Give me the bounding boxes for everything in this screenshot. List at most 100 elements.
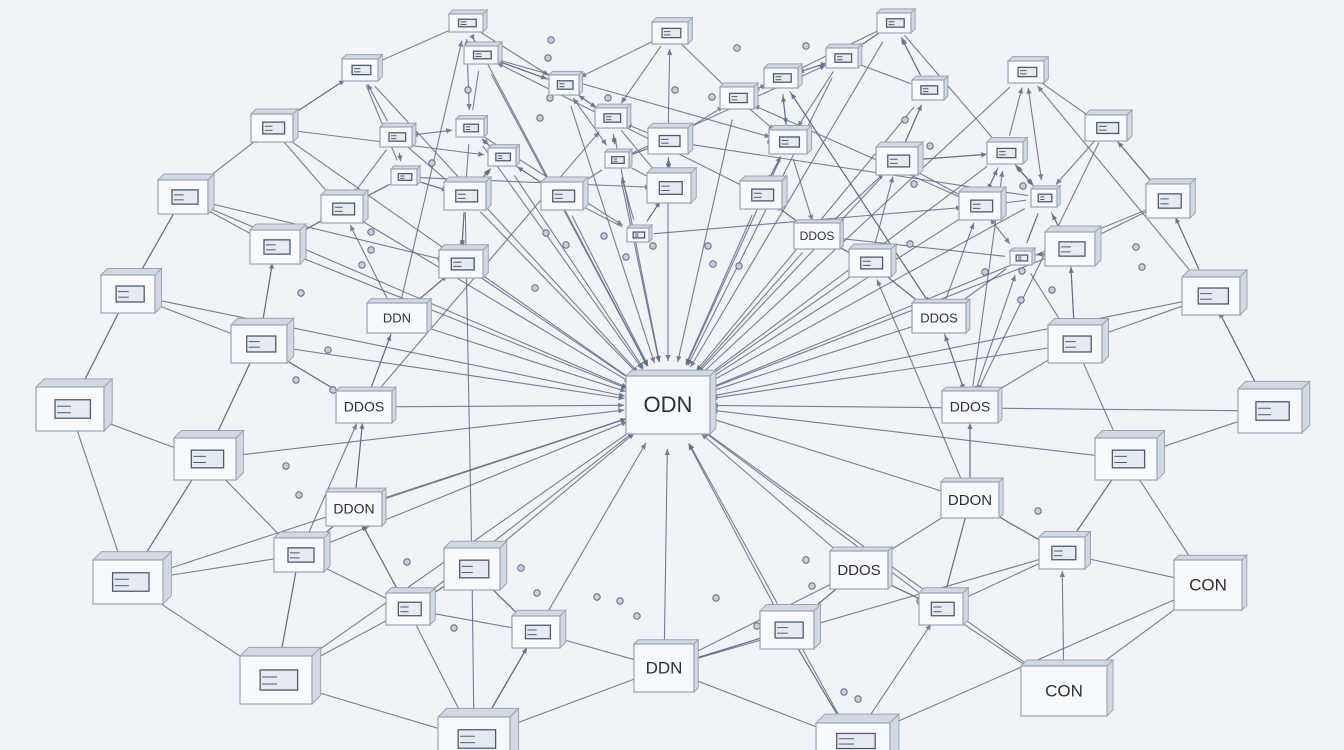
server-icon bbox=[1051, 545, 1077, 561]
relay-dot bbox=[854, 695, 862, 703]
connection-edge bbox=[148, 418, 627, 576]
device-node bbox=[645, 166, 698, 205]
relay-dot bbox=[802, 42, 810, 50]
connection-edge bbox=[625, 123, 652, 135]
connection-edge bbox=[1026, 87, 1044, 181]
labeled-node-label: DDN bbox=[646, 658, 683, 677]
server-icon bbox=[463, 123, 480, 133]
relay-dot bbox=[633, 612, 641, 620]
connection-edge bbox=[472, 37, 474, 39]
device-top bbox=[384, 587, 437, 594]
connection-edge bbox=[226, 408, 625, 457]
device-node bbox=[718, 81, 760, 111]
connection-edge bbox=[215, 470, 287, 543]
device-node bbox=[1083, 108, 1134, 143]
server-icon bbox=[930, 601, 955, 617]
device-top bbox=[738, 175, 789, 182]
labeled-node: DDON bbox=[324, 486, 388, 528]
server-icon bbox=[728, 92, 748, 104]
device-node bbox=[874, 140, 925, 177]
device-side bbox=[162, 550, 172, 606]
device-top bbox=[1144, 178, 1197, 185]
connection-edge bbox=[874, 176, 894, 246]
device-top bbox=[758, 604, 822, 612]
device-top bbox=[510, 609, 567, 617]
connection-edge bbox=[471, 584, 477, 722]
device-node bbox=[603, 147, 634, 170]
labeled-node-side bbox=[887, 545, 893, 591]
device-node bbox=[156, 172, 216, 216]
device-node bbox=[758, 603, 822, 651]
device-top bbox=[539, 176, 590, 183]
relay-dot bbox=[536, 114, 544, 122]
connection-edge bbox=[685, 214, 753, 365]
device-top bbox=[99, 268, 163, 276]
connection-edge bbox=[856, 63, 912, 85]
device-side bbox=[1189, 177, 1196, 220]
device-node bbox=[1046, 317, 1110, 365]
device-side bbox=[286, 317, 295, 365]
device-node bbox=[1093, 429, 1166, 482]
device-node bbox=[738, 174, 789, 211]
labeled-node-top bbox=[939, 477, 1005, 483]
relay-dot bbox=[733, 44, 741, 52]
connection-edge bbox=[459, 213, 465, 249]
device-node bbox=[319, 188, 370, 225]
device-node bbox=[442, 175, 493, 212]
device-top bbox=[645, 167, 698, 174]
server-icon bbox=[751, 188, 775, 202]
device-side bbox=[813, 603, 821, 651]
connection-edge bbox=[902, 106, 922, 147]
device-side bbox=[582, 175, 589, 212]
device-top bbox=[814, 713, 901, 724]
server-icon bbox=[459, 559, 490, 579]
hub-node-label: ODN bbox=[644, 392, 693, 417]
device-side bbox=[103, 377, 113, 433]
server-icon bbox=[970, 199, 994, 213]
labeled-node-front bbox=[793, 222, 841, 250]
labeled-node-front bbox=[1020, 665, 1108, 717]
device-top bbox=[1180, 269, 1249, 278]
connection-edge bbox=[834, 235, 1006, 257]
device-side bbox=[910, 7, 916, 35]
labeled-node-front bbox=[325, 491, 383, 527]
connection-edge bbox=[553, 635, 649, 665]
relay-dot bbox=[704, 242, 712, 250]
device-top bbox=[1046, 318, 1110, 326]
connection-edge bbox=[411, 128, 453, 137]
server-icon bbox=[1037, 193, 1053, 203]
device-side bbox=[690, 166, 697, 205]
server-icon bbox=[603, 113, 622, 123]
labeled-node: DDOS bbox=[334, 385, 398, 425]
device-side bbox=[890, 242, 897, 279]
relay-dot bbox=[981, 268, 989, 276]
relay-dot bbox=[403, 558, 411, 566]
connection-edge bbox=[385, 402, 625, 408]
device-top bbox=[156, 173, 216, 181]
device-node bbox=[985, 136, 1029, 166]
server-icon bbox=[556, 80, 574, 90]
connection-edge bbox=[400, 40, 464, 303]
device-top bbox=[172, 430, 245, 439]
relay-dot bbox=[712, 594, 720, 602]
device-side bbox=[235, 429, 244, 482]
connection-edge bbox=[1068, 266, 1075, 329]
relay-dot bbox=[1048, 286, 1056, 294]
connection-edge bbox=[977, 142, 1100, 392]
server-icon bbox=[887, 154, 911, 168]
device-side bbox=[311, 646, 322, 706]
connection-edge bbox=[611, 135, 617, 145]
device-side bbox=[1043, 55, 1049, 85]
device-node bbox=[229, 317, 295, 365]
server-icon bbox=[860, 256, 884, 270]
device-node bbox=[762, 62, 804, 90]
device-top bbox=[650, 17, 694, 23]
connection-edge bbox=[697, 176, 883, 374]
labeled-node: CON bbox=[1172, 554, 1248, 612]
device-node bbox=[1180, 268, 1249, 317]
device-side bbox=[806, 124, 813, 156]
server-icon bbox=[457, 18, 477, 28]
labeled-node-top bbox=[365, 298, 433, 304]
connection-edge bbox=[362, 524, 401, 596]
labeled-node-top bbox=[632, 639, 700, 645]
